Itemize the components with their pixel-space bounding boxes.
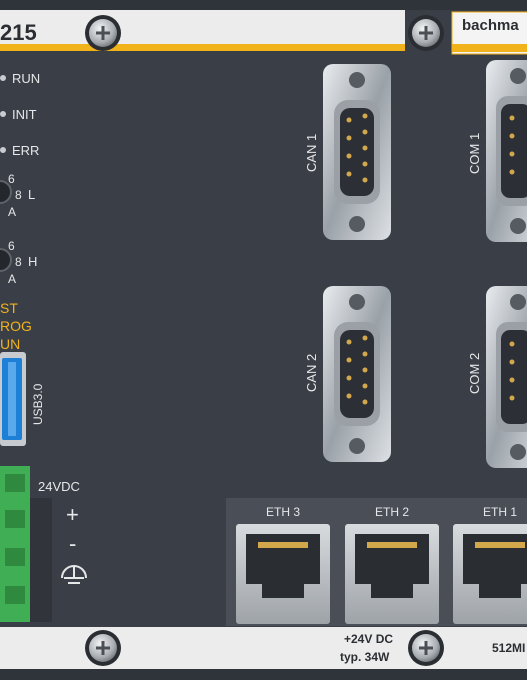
mode-label-2: ROG [0, 318, 32, 334]
status-leds [0, 75, 6, 153]
brand-badge [451, 11, 527, 55]
power-spec-voltage: +24V DC [344, 632, 393, 646]
model-number: 215 [0, 20, 37, 45]
usb-port[interactable] [0, 352, 26, 446]
led-label-err: ERR [12, 143, 39, 158]
power-spec-watt: typ. 34W [340, 650, 390, 664]
switch-l-bottom: A [8, 205, 16, 219]
rotary-switch-h[interactable] [0, 248, 12, 272]
com2-label: COM 2 [467, 353, 482, 394]
switch-h-top: 6 [8, 239, 15, 253]
bottom-label-strip [0, 627, 527, 680]
eth2-label: ETH 2 [375, 505, 409, 519]
can1-label: CAN 1 [304, 134, 319, 172]
power-plus: + [66, 502, 79, 527]
switch-h-suffix: H [28, 254, 37, 269]
eth3-port[interactable] [236, 524, 330, 624]
rotary-switch-l[interactable] [0, 180, 12, 204]
screw-icon [408, 15, 444, 51]
com1-label: COM 1 [467, 133, 482, 174]
led-label-run: RUN [12, 71, 40, 86]
com1-connector[interactable] [486, 60, 527, 242]
eth1-label: ETH 1 [483, 505, 517, 519]
can2-connector[interactable] [323, 286, 391, 462]
ground-icon [61, 565, 87, 584]
mode-label-3: UN [0, 336, 20, 352]
memory-label: 512MI [492, 641, 525, 655]
mode-label-1: ST [0, 300, 18, 316]
can1-connector[interactable] [323, 64, 391, 240]
screw-icon [85, 15, 121, 51]
power-label: 24VDC [38, 479, 80, 494]
switch-l-mid: 8 [15, 188, 22, 202]
com2-connector[interactable] [486, 286, 527, 468]
can2-label: CAN 2 [304, 354, 319, 392]
switch-l-suffix: L [28, 187, 35, 202]
screw-icon [408, 630, 444, 666]
led-label-init: INIT [12, 107, 37, 122]
switch-h-bottom: A [8, 272, 16, 286]
eth1-port[interactable] [453, 524, 527, 624]
switch-h-mid: 8 [15, 255, 22, 269]
switch-l-top: 6 [8, 172, 15, 186]
power-minus: - [69, 531, 76, 556]
eth3-label: ETH 3 [266, 505, 300, 519]
usb-label: USB3.0 [31, 383, 45, 425]
top-label-strip [0, 0, 527, 51]
screw-icon [85, 630, 121, 666]
power-terminal[interactable] [0, 466, 52, 622]
eth2-port[interactable] [345, 524, 439, 624]
brand-name: bachma [462, 17, 519, 34]
